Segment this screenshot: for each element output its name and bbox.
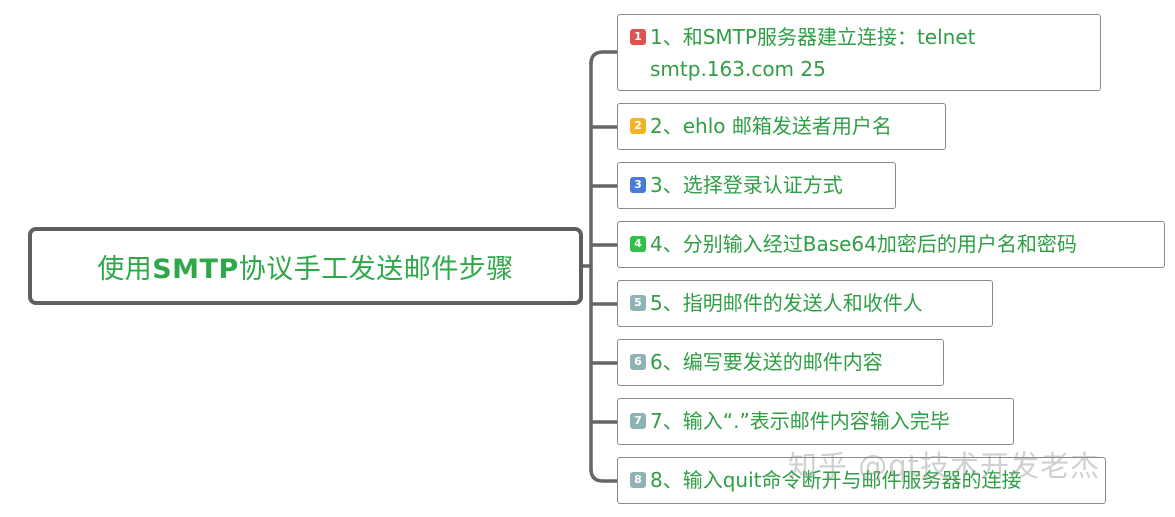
- step-1-text: 1、和SMTP服务器建立连接：telnet smtp.163.com 25: [650, 25, 976, 81]
- step-5: 5 5、指明邮件的发送人和收件人: [617, 280, 993, 327]
- branch-connector-8: [589, 468, 617, 483]
- step-6: 6 6、编写要发送的邮件内容: [617, 339, 944, 386]
- badge-3: 3: [630, 177, 646, 193]
- step-2-text: 2、ehlo 邮箱发送者用户名: [650, 114, 892, 138]
- step-4-text: 4、分别输入经过Base64加密后的用户名和密码: [650, 232, 1077, 256]
- step-4: 4 4、分别输入经过Base64加密后的用户名和密码: [617, 221, 1165, 268]
- step-5-text: 5、指明邮件的发送人和收件人: [650, 291, 923, 315]
- badge-6: 6: [630, 354, 646, 370]
- badge-7: 7: [630, 413, 646, 429]
- step-7: 7 7、输入“.”表示邮件内容输入完毕: [617, 398, 1014, 445]
- step-3: 3 3、选择登录认证方式: [617, 162, 896, 209]
- watermark: 知乎 @qt技术开发老杰: [788, 449, 1100, 483]
- step-8: 8 8、输入quit命令断开与邮件服务器的连接: [617, 457, 1106, 504]
- badge-2: 2: [630, 118, 646, 134]
- badge-8: 8: [630, 472, 646, 488]
- badge-1: 1: [630, 29, 646, 45]
- step-1: 1 1、和SMTP服务器建立连接：telnet smtp.163.com 25: [617, 14, 1101, 91]
- step-7-text: 7、输入“.”表示邮件内容输入完毕: [650, 409, 950, 433]
- step-6-text: 6、编写要发送的邮件内容: [650, 350, 883, 374]
- root-title: 使用SMTP协议手工发送邮件步骤: [97, 253, 514, 285]
- step-8-text: 8、输入quit命令断开与邮件服务器的连接: [650, 468, 1022, 492]
- badge-5: 5: [630, 295, 646, 311]
- step-3-text: 3、选择登录认证方式: [650, 173, 843, 197]
- badge-4: 4: [630, 236, 646, 252]
- branch-connector-1: [589, 50, 617, 65]
- root-topic: 使用SMTP协议手工发送邮件步骤: [28, 227, 583, 305]
- step-2: 2 2、ehlo 邮箱发送者用户名: [617, 103, 946, 150]
